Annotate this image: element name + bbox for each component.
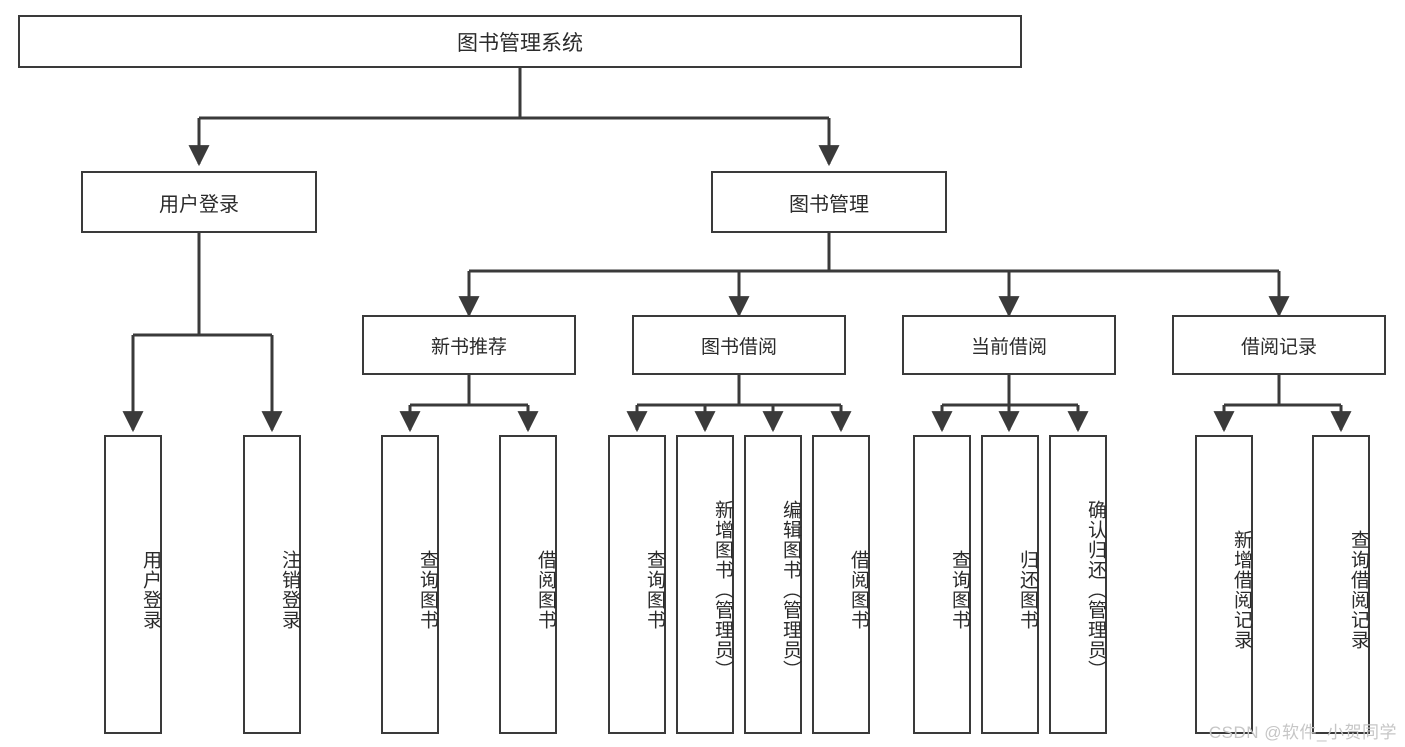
leaf-user-login[interactable]: 用户登录 bbox=[104, 435, 162, 734]
leaf-add-book-admin[interactable]: 新增图书（管理员） bbox=[676, 435, 734, 734]
node-label: 编辑图书（管理员） bbox=[780, 499, 801, 680]
node-label: 借阅图书 bbox=[848, 549, 869, 630]
node-label: 归还图书 bbox=[1017, 549, 1038, 630]
leaf-logout[interactable]: 注销登录 bbox=[243, 435, 301, 734]
node-new-book-recommend[interactable]: 新书推荐 bbox=[362, 315, 576, 375]
node-borrow-record[interactable]: 借阅记录 bbox=[1172, 315, 1386, 375]
node-root-library-system[interactable]: 图书管理系统 bbox=[18, 15, 1022, 68]
node-label: 用户登录 bbox=[140, 549, 161, 630]
leaf-edit-book-admin[interactable]: 编辑图书（管理员） bbox=[744, 435, 802, 734]
node-label: 查询借阅记录 bbox=[1348, 529, 1369, 650]
node-label: 当前借阅 bbox=[970, 336, 1047, 358]
node-current-borrow[interactable]: 当前借阅 bbox=[902, 315, 1116, 375]
node-label: 用户登录 bbox=[159, 193, 239, 216]
leaf-query-book-borrow[interactable]: 查询图书 bbox=[608, 435, 666, 734]
leaf-query-book-recommend[interactable]: 查询图书 bbox=[381, 435, 439, 734]
node-label: 借阅图书 bbox=[535, 549, 556, 630]
node-label: 查询图书 bbox=[644, 549, 665, 630]
node-label: 图书借阅 bbox=[700, 336, 777, 358]
node-label: 新书推荐 bbox=[430, 336, 507, 358]
node-label: 查询图书 bbox=[417, 549, 438, 630]
node-book-management[interactable]: 图书管理 bbox=[711, 171, 947, 233]
leaf-confirm-return-admin[interactable]: 确认归还（管理员） bbox=[1049, 435, 1107, 734]
leaf-add-borrow-record[interactable]: 新增借阅记录 bbox=[1195, 435, 1253, 734]
leaf-borrow-book-recommend[interactable]: 借阅图书 bbox=[499, 435, 557, 734]
node-label: 确认归还（管理员） bbox=[1085, 499, 1106, 680]
node-label: 借阅记录 bbox=[1240, 336, 1317, 358]
leaf-query-book-current[interactable]: 查询图书 bbox=[913, 435, 971, 734]
node-label: 图书管理 bbox=[789, 193, 869, 216]
node-user-login[interactable]: 用户登录 bbox=[81, 171, 317, 233]
node-label: 注销登录 bbox=[279, 549, 300, 630]
node-label: 图书管理系统 bbox=[457, 31, 583, 55]
node-book-borrow[interactable]: 图书借阅 bbox=[632, 315, 846, 375]
node-label: 新增借阅记录 bbox=[1231, 529, 1252, 650]
node-label: 新增图书（管理员） bbox=[712, 499, 733, 680]
leaf-query-borrow-record[interactable]: 查询借阅记录 bbox=[1312, 435, 1370, 734]
leaf-return-book[interactable]: 归还图书 bbox=[981, 435, 1039, 734]
node-label: 查询图书 bbox=[949, 549, 970, 630]
leaf-borrow-book[interactable]: 借阅图书 bbox=[812, 435, 870, 734]
